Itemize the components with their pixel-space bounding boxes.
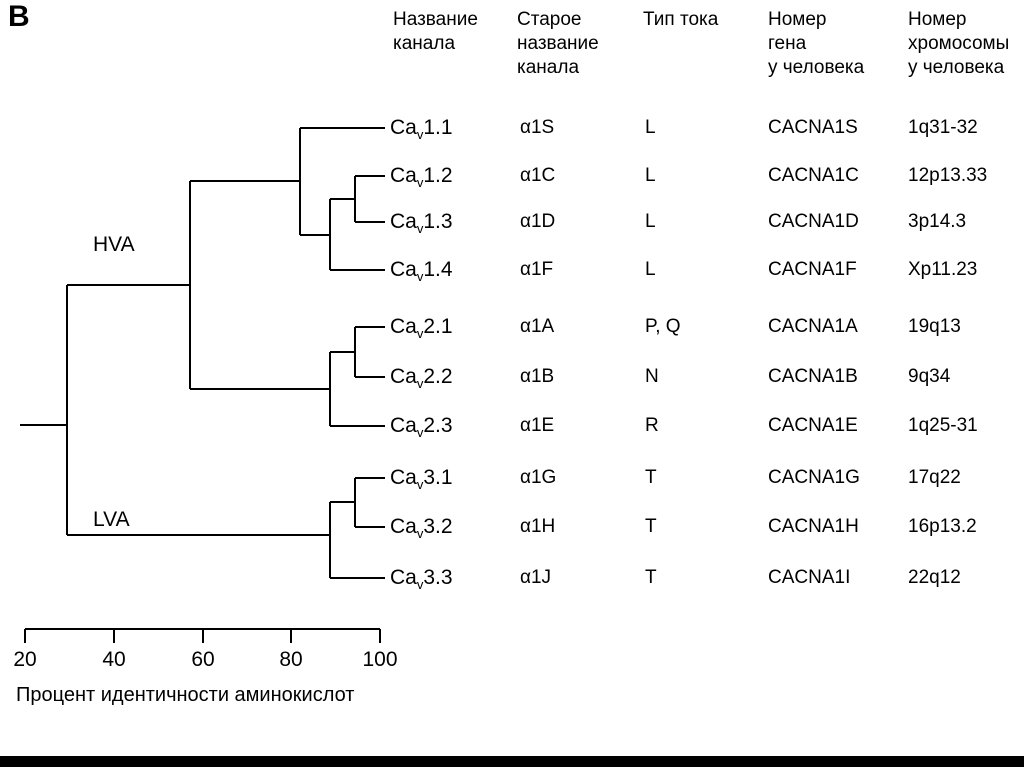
gene-name: CACNA1E — [768, 415, 858, 436]
current-type: L — [645, 211, 656, 232]
column-header-chromosome: Номер хромосомы у человека — [908, 9, 1010, 78]
gene-name: CACNA1G — [768, 467, 860, 488]
gene-name: CACNA1F — [768, 259, 857, 280]
current-type: N — [645, 366, 659, 387]
current-type: P, Q — [645, 316, 681, 337]
gene-name: CACNA1H — [768, 516, 859, 537]
column-header-current-type: Тип тока — [643, 9, 719, 30]
scale-tick-80: 80 — [279, 648, 303, 671]
gene-name: CACNA1S — [768, 117, 858, 138]
channel-name: Cav3.3 — [390, 566, 453, 593]
channel-name: Cav2.1 — [390, 315, 453, 342]
gene-name: CACNA1C — [768, 165, 859, 186]
column-header-old-name: Старое название канала — [517, 9, 599, 78]
channel-name: Cav1.2 — [390, 164, 453, 191]
bottom-black-bar — [0, 756, 1024, 767]
old-channel-name: α1H — [520, 516, 556, 537]
channel-name: Cav1.3 — [390, 210, 453, 237]
chromosome-location: 1q31-32 — [908, 117, 978, 138]
table-row: Cav1.2 α1C L CACNA1C 12p13.33 — [0, 164, 1024, 190]
gene-name: CACNA1B — [768, 366, 858, 387]
chromosome-location: 3p14.3 — [908, 211, 967, 232]
chromosome-location: Xp11.23 — [908, 259, 978, 280]
table-row: Cav3.1 α1G T CACNA1G 17q22 — [0, 466, 1024, 492]
current-type: R — [645, 415, 659, 436]
table-row: Cav3.2 α1H T CACNA1H 16p13.2 — [0, 515, 1024, 541]
current-type: L — [645, 117, 656, 138]
scale-tick-40: 40 — [102, 648, 126, 671]
chromosome-location: 19q13 — [908, 316, 961, 337]
channel-name: Cav3.1 — [390, 466, 453, 493]
scale-tick-60: 60 — [191, 648, 215, 671]
old-channel-name: α1A — [520, 316, 555, 337]
table-row: Cav1.3 α1D L CACNA1D 3p14.3 — [0, 210, 1024, 236]
chromosome-location: 17q22 — [908, 467, 961, 488]
old-channel-name: α1S — [520, 117, 555, 138]
channel-name: Cav2.3 — [390, 414, 453, 441]
chromosome-location: 1q25-31 — [908, 415, 978, 436]
old-channel-name: α1J — [520, 567, 552, 588]
old-channel-name: α1B — [520, 366, 555, 387]
chromosome-location: 12p13.33 — [908, 165, 988, 186]
chromosome-location: 16p13.2 — [908, 516, 977, 537]
channel-name: Cav1.4 — [390, 258, 453, 285]
scale-tick-20: 20 — [13, 648, 37, 671]
panel-letter: B — [8, 0, 30, 33]
table-row: Cav3.3 α1J T CACNA1I 22q12 — [0, 566, 1024, 592]
current-type: T — [645, 467, 657, 488]
chromosome-location: 22q12 — [908, 567, 961, 588]
clade-label-lva: LVA — [93, 508, 130, 531]
scale-tick-100: 100 — [362, 648, 398, 671]
table-row: Cav2.1 α1A P, Q CACNA1A 19q13 — [0, 315, 1024, 341]
old-channel-name: α1G — [520, 467, 557, 488]
column-header-gene: Номер гена у человека — [768, 9, 865, 78]
current-type: T — [645, 567, 657, 588]
table-row: Cav1.4 α1F L CACNA1F Xp11.23 — [0, 258, 1024, 284]
old-channel-name: α1F — [520, 259, 554, 280]
column-header-channel-name: Название канала — [393, 9, 478, 54]
gene-name: CACNA1I — [768, 567, 851, 588]
current-type: L — [645, 259, 656, 280]
old-channel-name: α1E — [520, 415, 555, 436]
table-row: Cav2.2 α1B N CACNA1B 9q34 — [0, 365, 1024, 391]
old-channel-name: α1C — [520, 165, 556, 186]
current-type: L — [645, 165, 656, 186]
table-row: Cav2.3 α1E R CACNA1E 1q25-31 — [0, 414, 1024, 440]
gene-name: CACNA1D — [768, 211, 859, 232]
clade-label-hva: HVA — [93, 233, 135, 256]
channel-name: Cav1.1 — [390, 116, 453, 143]
gene-name: CACNA1A — [768, 316, 858, 337]
current-type: T — [645, 516, 657, 537]
scale-caption: Процент идентичности аминокислот — [16, 684, 355, 706]
table-row: Cav1.1 α1S L CACNA1S 1q31-32 — [0, 116, 1024, 142]
chromosome-location: 9q34 — [908, 366, 951, 387]
phylogenetic-tree — [20, 126, 385, 643]
channel-name: Cav3.2 — [390, 515, 453, 542]
old-channel-name: α1D — [520, 211, 556, 232]
channel-name: Cav2.2 — [390, 365, 453, 392]
